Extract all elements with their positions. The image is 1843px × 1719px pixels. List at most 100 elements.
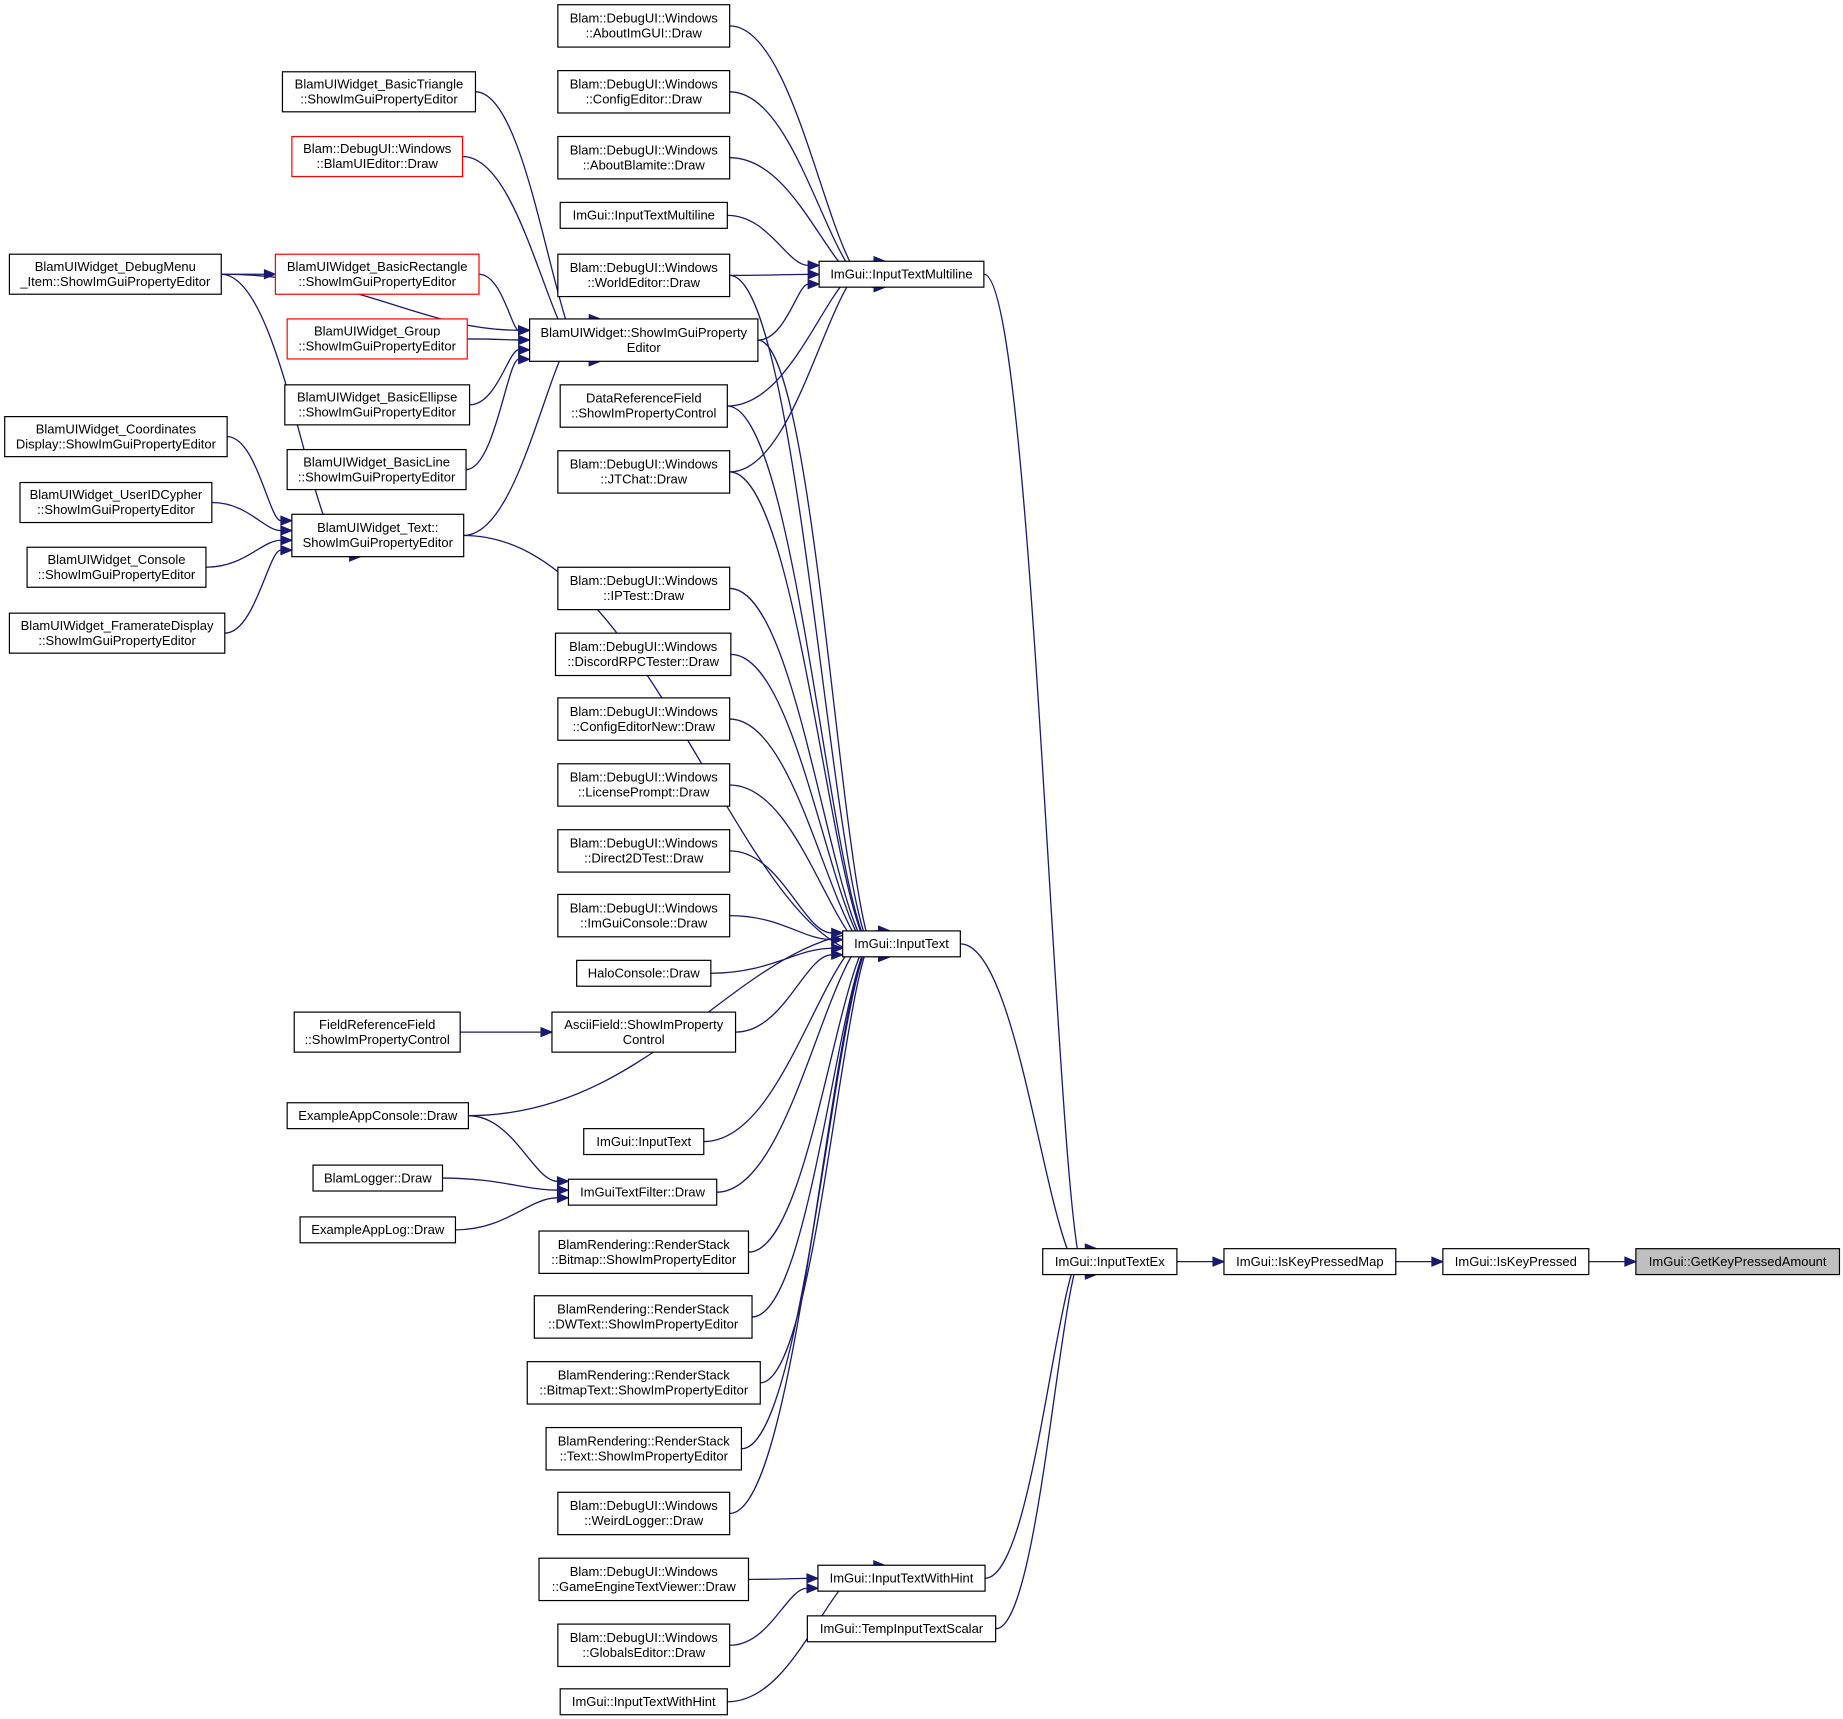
- graph-node[interactable]: AsciiField::ShowImPropertyControl: [551, 1011, 737, 1053]
- graph-node[interactable]: Blam::DebugUI::Windows::GameEngineTextVi…: [538, 1557, 750, 1602]
- graph-node[interactable]: BlamUIWidget_BasicTriangle::ShowImGuiPro…: [281, 71, 477, 113]
- graph-node[interactable]: Blam::DebugUI::Windows::LicensePrompt::D…: [557, 763, 731, 807]
- node-label-line: BlamUIWidget_BasicRectangle: [287, 259, 468, 274]
- graph-node[interactable]: BlamUIWidget_BasicEllipse::ShowImGuiProp…: [284, 384, 471, 426]
- graph-node[interactable]: HaloConsole::Draw: [576, 959, 712, 987]
- node-label-line: Editor: [627, 340, 662, 355]
- node-label-line: ExampleAppLog::Draw: [311, 1222, 445, 1237]
- graph-node[interactable]: BlamUIWidget_FramerateDisplay::ShowImGui…: [8, 612, 226, 654]
- edge-n22-to-n28: [729, 587, 892, 963]
- node-box: [557, 697, 731, 741]
- arrowhead: [280, 544, 294, 556]
- node-label-line: Blam::DebugUI::Windows: [303, 141, 452, 156]
- node-label-line: ImGui::InputText: [854, 936, 949, 951]
- node-label-line: BlamUIWidget_BasicEllipse: [297, 390, 457, 405]
- arrowhead: [831, 949, 844, 961]
- graph-node[interactable]: ImGui::InputTextMultiline: [559, 201, 728, 229]
- node-label-line: ::DiscordRPCTester::Draw: [567, 654, 719, 669]
- graph-node[interactable]: ImGui::IsKeyPressed: [1442, 1248, 1590, 1276]
- graph-node[interactable]: BlamUIWidget_DebugMenu_Item::ShowImGuiPr…: [8, 253, 222, 295]
- graph-node[interactable]: FieldReferenceField::ShowImPropertyContr…: [293, 1011, 461, 1053]
- graph-node[interactable]: Blam::DebugUI::Windows::GlobalsEditor::D…: [557, 1623, 731, 1668]
- node-box: [557, 566, 731, 611]
- graph-node[interactable]: BlamUIWidget_BasicLine::ShowImGuiPropert…: [286, 448, 467, 491]
- edge-n4-to-n6: [727, 214, 821, 271]
- node-box: [286, 1102, 469, 1130]
- graph-node[interactable]: ExampleAppLog::Draw: [299, 1216, 457, 1244]
- graph-node[interactable]: Blam::DebugUI::Windows::JTChat::Draw: [557, 450, 731, 494]
- graph-node[interactable]: Blam::DebugUI::Windows::IPTest::Draw: [557, 566, 731, 611]
- graph-node[interactable]: BlamLogger::Draw: [312, 1164, 444, 1192]
- graph-node[interactable]: ImGui::InputTextEx: [1042, 1248, 1178, 1276]
- node-label-line: Blam::DebugUI::Windows: [570, 704, 719, 719]
- node-box: [19, 481, 213, 524]
- graph-node[interactable]: ExampleAppConsole::Draw: [286, 1102, 469, 1130]
- arrowhead: [263, 268, 277, 280]
- node-label-line: ImGui::GetKeyPressedAmount: [1649, 1254, 1827, 1269]
- node-label-line: ::Text::ShowImPropertyEditor: [560, 1448, 729, 1463]
- graph-node[interactable]: ImGui::IsKeyPressedMap: [1223, 1248, 1397, 1276]
- graph-node[interactable]: ImGui::InputTextWithHint: [817, 1564, 986, 1592]
- node-box: [8, 612, 226, 654]
- graph-node[interactable]: ImGui::TempInputTextScalar: [806, 1615, 997, 1643]
- graph-node[interactable]: BlamRendering::RenderStack::BitmapText::…: [526, 1361, 761, 1405]
- graph-node[interactable]: Blam::DebugUI::Windows::Direct2DTest::Dr…: [557, 829, 731, 873]
- edge-n49-to-n47: [729, 1583, 820, 1646]
- graph-node[interactable]: Blam::DebugUI::Windows::DiscordRPCTester…: [554, 632, 732, 677]
- graph-node[interactable]: Blam::DebugUI::Windows::ConfigEditor::Dr…: [557, 70, 731, 114]
- node-label-line: ExampleAppConsole::Draw: [298, 1108, 458, 1123]
- graph-node[interactable]: BlamRendering::RenderStack::DWText::Show…: [533, 1295, 753, 1339]
- graph-node[interactable]: Blam::DebugUI::Windows::WeirdLogger::Dra…: [557, 1491, 731, 1536]
- graph-node[interactable]: BlamRendering::RenderStack::Text::ShowIm…: [545, 1426, 743, 1471]
- graph-node[interactable]: ImGui::GetKeyPressedAmount: [1635, 1248, 1841, 1276]
- node-box: [557, 70, 731, 114]
- arrowhead: [556, 1192, 570, 1204]
- node-box: [312, 1164, 444, 1192]
- graph-node[interactable]: ImGui::InputTextWithHint: [559, 1688, 728, 1716]
- node-box: [842, 930, 961, 958]
- node-label-line: Blam::DebugUI::Windows: [570, 11, 719, 26]
- node-label-line: BlamRendering::RenderStack: [558, 1433, 730, 1448]
- graph-node[interactable]: Blam::DebugUI::Windows::ImGuiConsole::Dr…: [557, 893, 731, 938]
- node-label-line: ::ShowImGuiPropertyEditor: [38, 633, 196, 648]
- graph-node[interactable]: BlamUIWidget_Console::ShowImGuiPropertyE…: [26, 546, 207, 588]
- node-box: [567, 1178, 718, 1206]
- arrowhead: [807, 260, 821, 271]
- graph-node[interactable]: DataReferenceField::ShowImPropertyContro…: [559, 384, 728, 428]
- graph-node[interactable]: BlamUIWidget_CoordinatesDisplay::ShowImG…: [4, 416, 228, 458]
- arrowhead: [518, 354, 531, 365]
- graph-node[interactable]: ImGui::InputTextMultiline: [818, 260, 985, 288]
- node-label-line: BlamUIWidget_UserIDCypher: [30, 487, 203, 502]
- graph-node[interactable]: ImGuiTextFilter::Draw: [567, 1178, 718, 1206]
- node-label-line: Blam::DebugUI::Windows: [570, 1498, 719, 1513]
- node-label-line: BlamUIWidget_BasicTriangle: [295, 76, 464, 91]
- node-box: [583, 1128, 705, 1156]
- graph-node[interactable]: BlamRendering::RenderStack::Bitmap::Show…: [538, 1230, 750, 1274]
- graph-node[interactable]: Blam::DebugUI::Windows::BlamUIEditor::Dr…: [291, 135, 464, 178]
- node-box: [1223, 1248, 1397, 1276]
- node-box: [557, 1623, 731, 1668]
- graph-node[interactable]: Blam::DebugUI::Windows::ConfigEditorNew:…: [557, 697, 731, 741]
- edge-n44-to-n45: [1588, 1256, 1638, 1267]
- node-box: [806, 1615, 997, 1643]
- node-box: [818, 260, 985, 288]
- node-box: [551, 1011, 737, 1053]
- graph-node[interactable]: Blam::DebugUI::Windows::AboutBlamite::Dr…: [557, 135, 731, 180]
- node-label-line: ::ShowImPropertyControl: [305, 1032, 450, 1047]
- graph-node[interactable]: ImGui::InputText: [583, 1128, 705, 1156]
- edge-n35-to-n28: [716, 925, 892, 1193]
- graph-node[interactable]: BlamUIWidget::ShowImGuiPropertyEditor: [528, 318, 759, 362]
- graph-node[interactable]: ImGui::InputText: [842, 930, 961, 958]
- graph-node[interactable]: BlamUIWidget_Text::ShowImGuiPropertyEdit…: [291, 513, 465, 558]
- node-label-line: BlamRendering::RenderStack: [558, 1237, 730, 1252]
- edge-n41-to-n28: [729, 925, 892, 1515]
- node-box: [554, 632, 732, 677]
- edge-n37-to-n28: [748, 925, 892, 1253]
- graph-node[interactable]: BlamUIWidget_BasicRectangle::ShowImGuiPr…: [274, 253, 480, 295]
- graph-node[interactable]: Blam::DebugUI::Windows::AboutImGUI::Draw: [557, 4, 731, 48]
- graph-node[interactable]: BlamUIWidget_UserIDCypher::ShowImGuiProp…: [19, 481, 213, 524]
- arrowhead: [831, 943, 844, 954]
- graph-node[interactable]: BlamUIWidget_Group::ShowImGuiPropertyEdi…: [286, 318, 468, 360]
- edge-n31-to-n28: [735, 949, 844, 1033]
- graph-node[interactable]: Blam::DebugUI::Windows::WorldEditor::Dra…: [557, 253, 731, 298]
